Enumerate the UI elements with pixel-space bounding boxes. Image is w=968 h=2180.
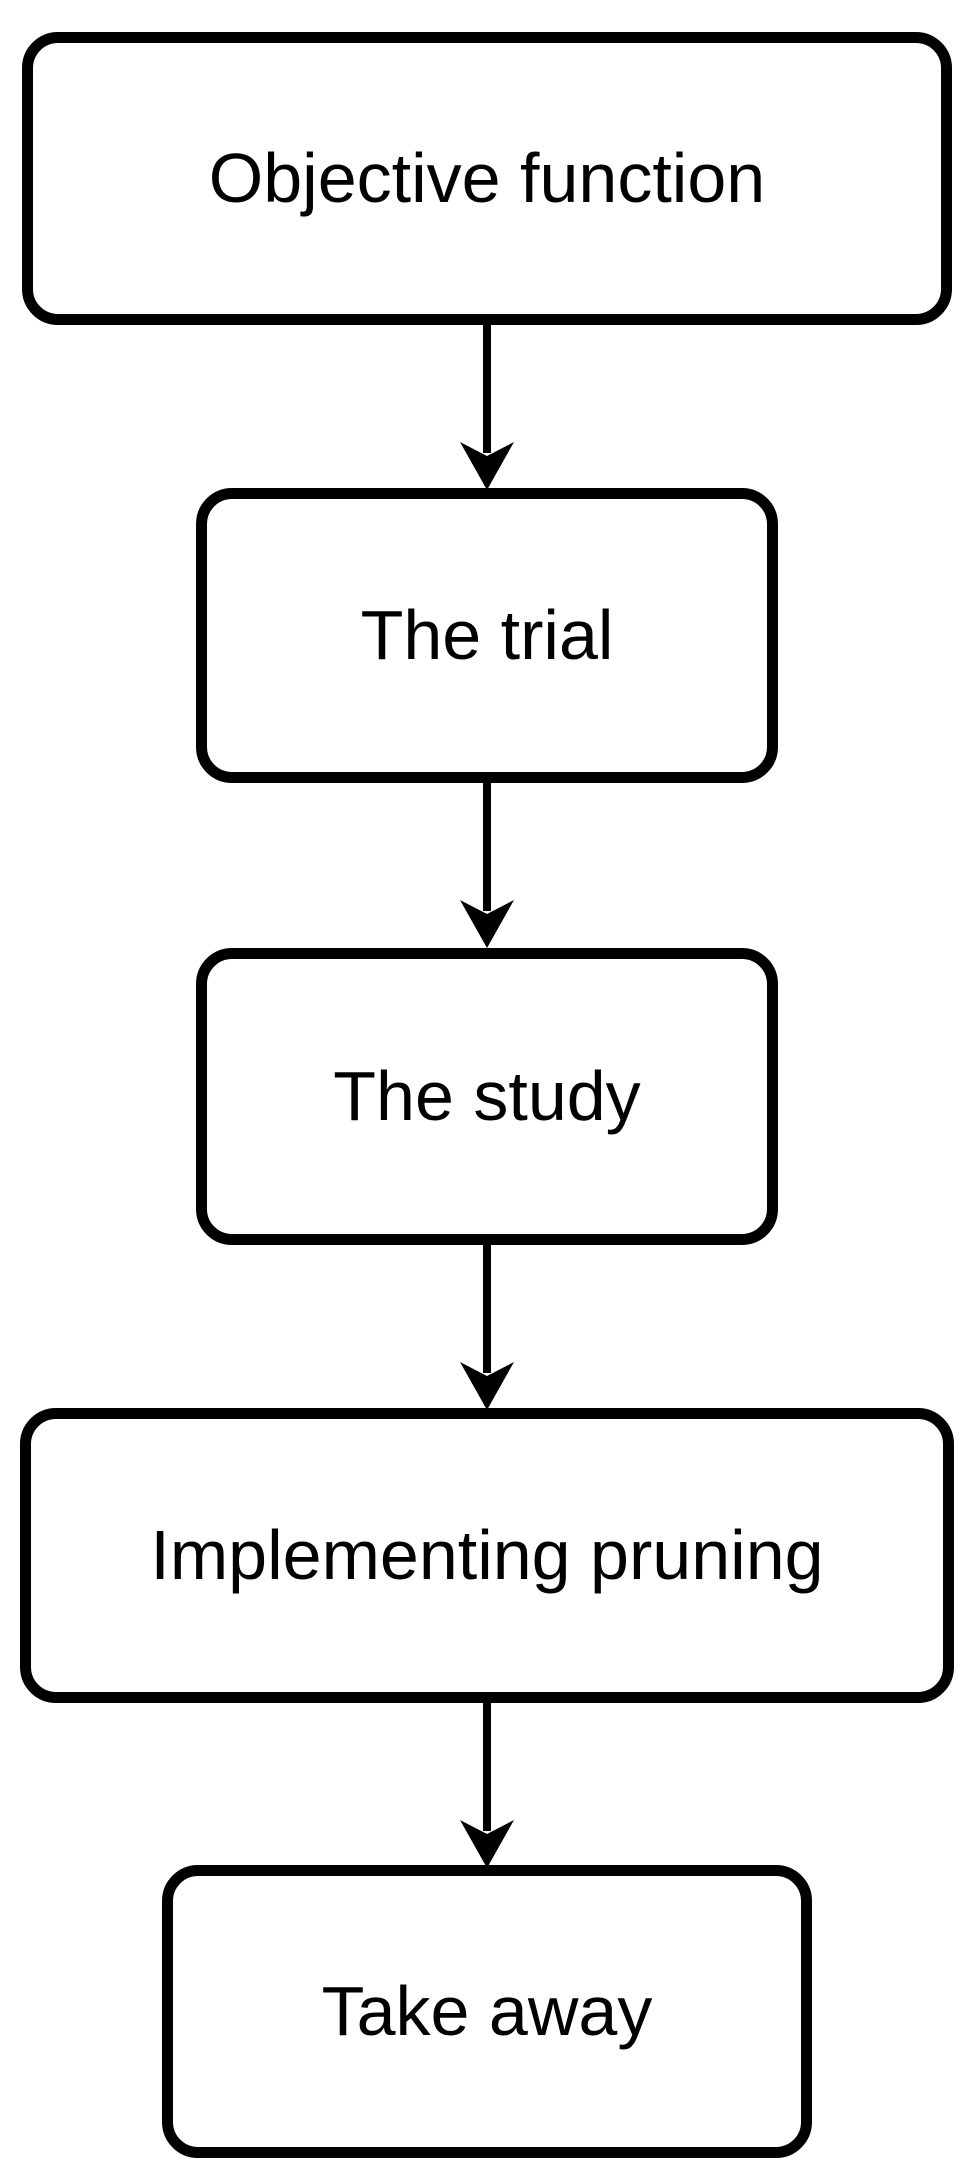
flowchart-node-the-study: The study (196, 948, 778, 1245)
node-label: The study (333, 1057, 641, 1135)
arrowhead-down-icon (460, 900, 514, 948)
flow-arrow-4 (460, 1703, 514, 1868)
flowchart-node-take-away: Take away (162, 1865, 812, 2158)
flow-arrow-3 (460, 1245, 514, 1410)
node-label: Objective function (208, 139, 766, 217)
arrowhead-down-icon (460, 1820, 514, 1868)
node-label: Take away (321, 1972, 653, 2050)
flow-arrow-2 (460, 783, 514, 948)
arrowhead-down-icon (460, 1362, 514, 1410)
flow-arrow-1 (460, 325, 514, 490)
node-label: The trial (360, 596, 614, 674)
node-label: Implementing pruning (150, 1516, 824, 1594)
flowchart-node-the-trial: The trial (196, 488, 778, 783)
flowchart-node-implementing-pruning: Implementing pruning (20, 1408, 954, 1703)
arrowhead-down-icon (460, 442, 514, 490)
flowchart-node-objective-function: Objective function (22, 32, 952, 325)
